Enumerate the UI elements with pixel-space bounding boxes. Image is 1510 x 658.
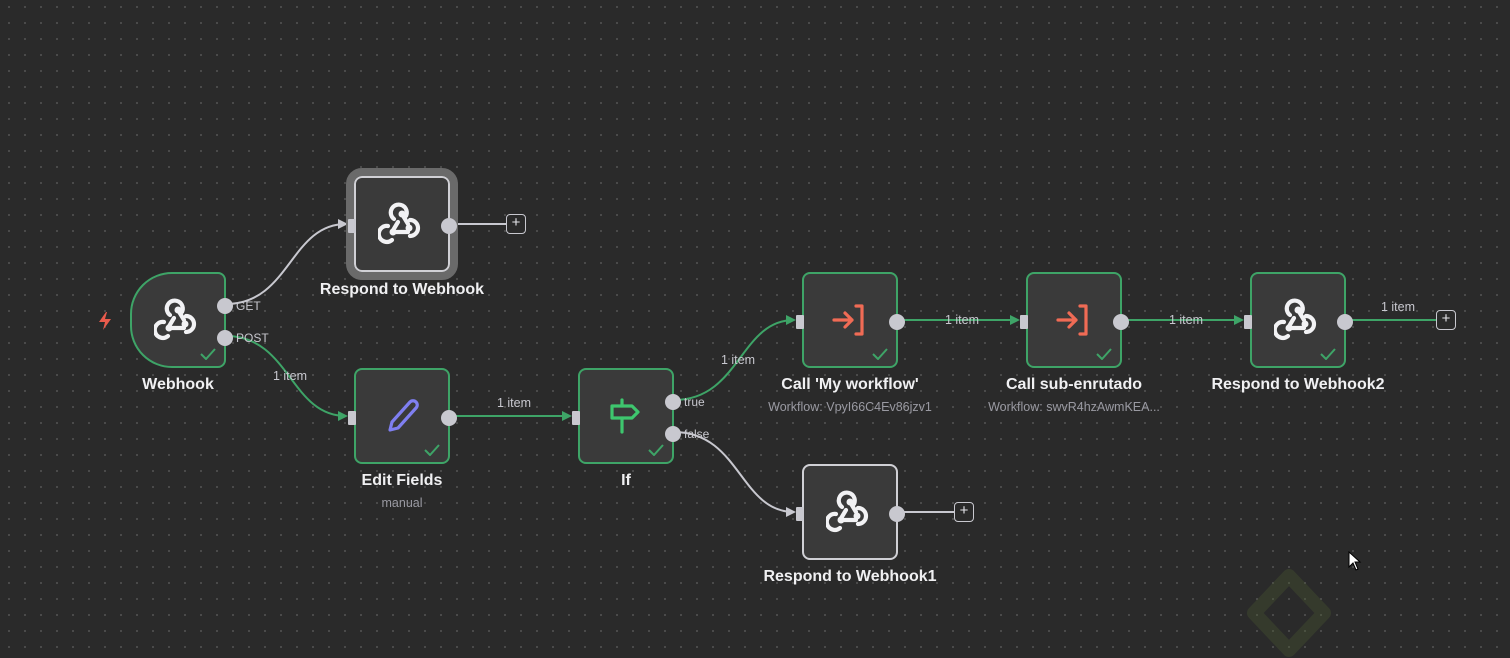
input-handle[interactable]	[1244, 315, 1252, 329]
node-subtitle-call-sub-enrutado: Workflow: swvR4hzAwmKEA...	[988, 400, 1160, 414]
output-handle-false[interactable]	[665, 426, 681, 442]
success-check-icon	[1320, 348, 1336, 360]
input-handle[interactable]	[796, 315, 804, 329]
output-handle[interactable]	[889, 314, 905, 330]
node-title-webhook: Webhook	[142, 376, 214, 393]
success-check-icon	[1096, 348, 1112, 360]
input-handle[interactable]	[796, 507, 804, 521]
output-handle[interactable]	[889, 506, 905, 522]
node-respond-to-webhook[interactable]	[346, 168, 458, 280]
watermark-logo-icon	[1247, 569, 1331, 657]
edge-label-true-call: 1 item	[720, 353, 756, 367]
node-title-call-sub-enrutado: Call sub-enrutado	[1005, 376, 1142, 393]
node-respond-to-webhook1[interactable]	[796, 464, 905, 560]
mouse-cursor-icon	[1348, 551, 1362, 571]
success-check-icon	[872, 348, 888, 360]
node-title-respond-to-webhook2: Respond to Webhook2	[1211, 376, 1385, 393]
node-if[interactable]: true false	[572, 368, 709, 464]
webhook-icon	[826, 490, 869, 532]
webhook-icon	[1274, 298, 1317, 340]
output-handle[interactable]	[1113, 314, 1129, 330]
output-handle[interactable]	[441, 218, 457, 234]
edge-label-edit-if: 1 item	[496, 396, 532, 410]
output-label-post: POST	[236, 331, 269, 345]
node-title-if: If	[621, 472, 631, 489]
output-handle[interactable]	[441, 410, 457, 426]
add-node-button[interactable]: +	[1436, 310, 1456, 330]
node-subtitle-call-my-workflow: Workflow: VpyI66C4Ev86jzv1	[768, 400, 932, 414]
edge-label-sub-respond2: 1 item	[1168, 313, 1204, 327]
add-node-button[interactable]: +	[954, 502, 974, 522]
node-call-my-workflow[interactable]	[796, 272, 905, 368]
node-title-respond-to-webhook1: Respond to Webhook1	[763, 568, 937, 585]
output-label-false: false	[684, 427, 710, 441]
success-check-icon	[200, 348, 216, 360]
edge-label-call-sub: 1 item	[944, 313, 980, 327]
success-check-icon	[424, 444, 440, 456]
output-handle-post[interactable]	[217, 330, 233, 346]
success-check-icon	[648, 444, 664, 456]
output-handle[interactable]	[1337, 314, 1353, 330]
execute-workflow-icon	[1056, 304, 1088, 336]
node-title-respond-to-webhook: Respond to Webhook	[319, 281, 485, 298]
pencil-icon	[388, 399, 419, 432]
output-handle-true[interactable]	[665, 394, 681, 410]
node-webhook[interactable]: GET POST	[130, 272, 269, 368]
signpost-icon	[610, 398, 640, 434]
input-handle[interactable]	[572, 411, 580, 425]
node-title-edit-fields: Edit Fields	[361, 472, 443, 489]
output-label-true: true	[684, 395, 705, 409]
input-handle[interactable]	[348, 219, 356, 233]
node-subtitle-edit-fields: manual	[381, 496, 423, 510]
node-respond-to-webhook2[interactable]	[1244, 272, 1353, 368]
node-edit-fields[interactable]	[348, 368, 457, 464]
add-node-button[interactable]: +	[506, 214, 526, 234]
webhook-icon	[154, 298, 197, 340]
webhook-icon	[378, 202, 421, 244]
edge-label-post-edit: 1 item	[272, 369, 308, 383]
edge-label-respond2-out: 1 item	[1380, 300, 1416, 314]
output-label-get: GET	[236, 299, 261, 313]
trigger-bolt-icon	[99, 312, 111, 330]
output-handle-get[interactable]	[217, 298, 233, 314]
input-handle[interactable]	[1020, 315, 1028, 329]
node-title-call-my-workflow: Call 'My workflow'	[781, 376, 919, 393]
node-call-sub-enrutado[interactable]	[1020, 272, 1129, 368]
execute-workflow-icon	[832, 304, 864, 336]
input-handle[interactable]	[348, 411, 356, 425]
